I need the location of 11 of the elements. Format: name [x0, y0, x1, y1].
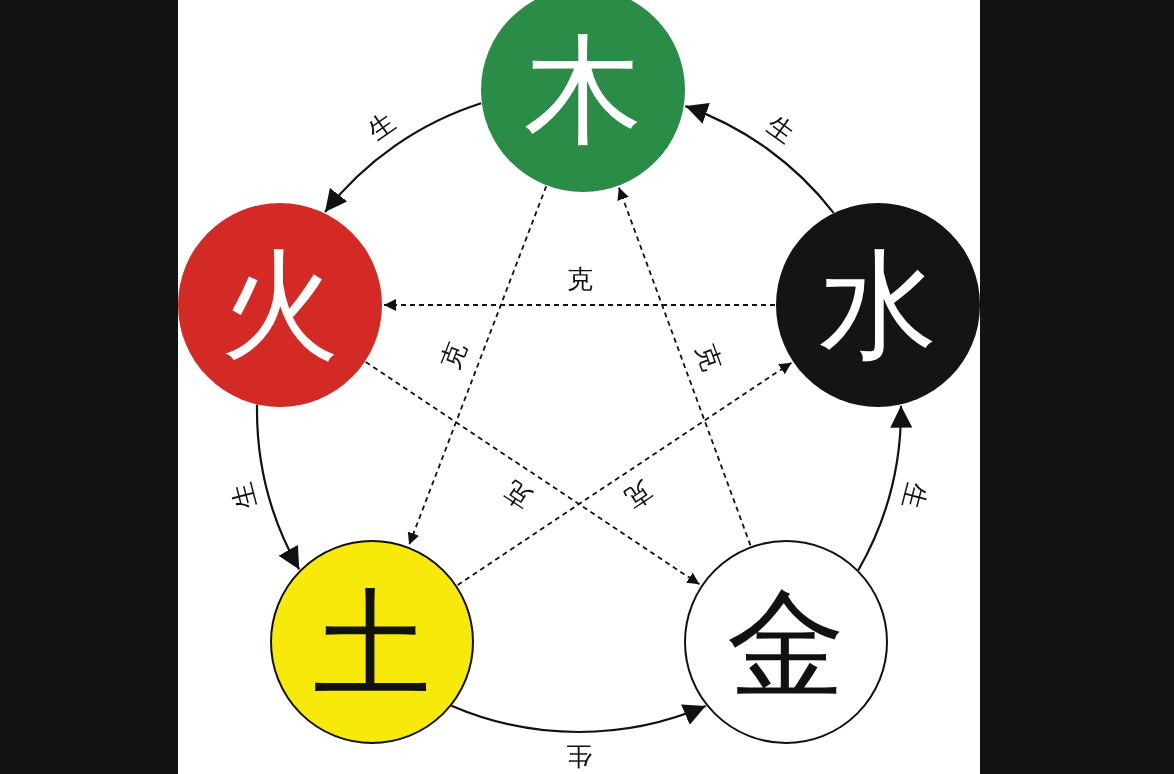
dashed-arrow — [456, 361, 793, 586]
curved-arrow — [857, 405, 912, 571]
dashed-arrow — [617, 186, 752, 547]
dashed-arrow — [383, 299, 776, 311]
curved-arrow — [685, 104, 835, 214]
curved-arrow — [255, 404, 301, 570]
curved-arrow — [451, 703, 706, 733]
curved-arrow — [324, 102, 482, 213]
dashed-arrow — [364, 361, 701, 586]
dashed-arrow — [407, 185, 548, 546]
edge-label: 生 — [564, 742, 594, 770]
